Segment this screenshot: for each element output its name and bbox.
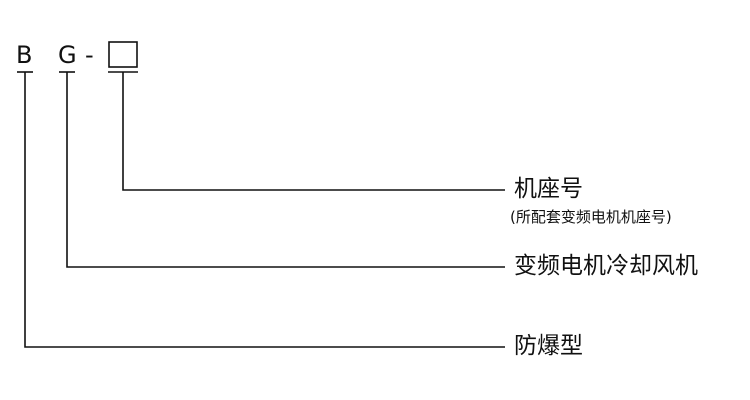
- code-letter-g: G: [58, 41, 77, 69]
- label-explosion-proof: 防爆型: [514, 333, 583, 359]
- code-dash: -: [85, 41, 94, 69]
- leader-g: [66, 72, 505, 268]
- code-letter-b: B: [16, 41, 33, 69]
- leader-box: [122, 72, 505, 191]
- frame-number-box: [108, 41, 138, 68]
- label-frame-note: (所配套变频电机机座号): [510, 208, 672, 226]
- label-fan: 变频电机冷却风机: [514, 253, 698, 279]
- label-frame-number: 机座号: [514, 176, 583, 202]
- leader-b: [24, 72, 505, 348]
